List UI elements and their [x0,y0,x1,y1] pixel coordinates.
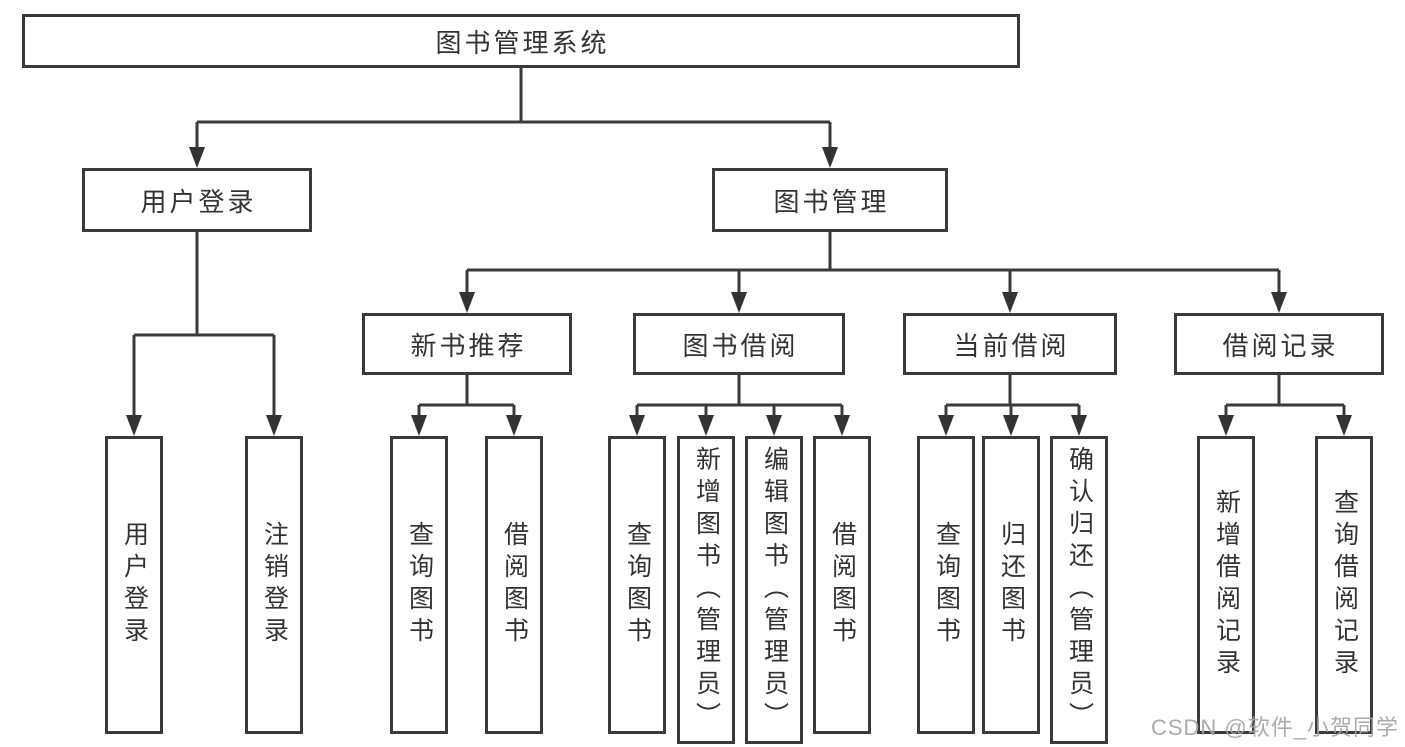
arrowhead-icon [411,415,427,436]
arrowhead-icon [459,292,475,313]
connector-book-borrow-to-leaves [635,375,844,420]
arrowhead-icon [834,415,850,436]
connector-root-to-level2 [195,68,832,152]
arrowhead-icon [189,147,205,168]
node-borrowing-records: 借阅记录 [1174,313,1384,375]
node-user-login: 用户登录 [82,168,312,232]
leaf-confirm-return-admin: 确认归还（管理员） [1050,436,1108,744]
connector-borrow-records-to-leaves [1224,375,1346,420]
arrowhead-icon [126,415,142,436]
connector-new-book-rec-to-leaves [417,375,516,420]
arrowhead-icon [1218,415,1234,436]
connector-user-login-to-leaves [132,232,276,420]
leaf-edit-books-admin: 编辑图书（管理员） [745,436,803,744]
arrowhead-icon [938,415,954,436]
node-book-borrowing: 图书借阅 [633,313,845,375]
arrowhead-icon [766,415,782,436]
node-current-borrowing: 当前借阅 [903,313,1117,375]
arrowhead-icon [266,415,282,436]
leaf-add-books-admin: 新增图书（管理员） [677,436,735,744]
leaf-query-books-recommend: 查询图书 [390,436,448,734]
arrowhead-icon [731,292,747,313]
arrowhead-icon [698,415,714,436]
arrowhead-icon [1003,415,1019,436]
leaf-user-login: 用户登录 [105,436,163,734]
leaf-borrow-books-borrowing: 借阅图书 [813,436,871,734]
leaf-query-books-borrowing: 查询图书 [608,436,666,734]
arrowhead-icon [1071,415,1087,436]
leaf-add-borrow-record: 新增借阅记录 [1197,436,1255,734]
arrowhead-icon [822,147,838,168]
connector-current-borrow-to-leaves [944,375,1081,420]
node-book-management: 图书管理 [712,168,948,232]
arrowhead-icon [506,415,522,436]
arrowhead-icon [629,415,645,436]
connector-book-mgmt-to-level3 [465,232,1281,297]
leaf-query-books-current: 查询图书 [917,436,975,734]
arrowhead-icon [1336,415,1352,436]
arrowhead-icon [1271,292,1287,313]
leaf-logout: 注销登录 [245,436,303,734]
leaf-query-borrow-record: 查询借阅记录 [1315,436,1373,734]
watermark: CSDN @软件_小贺同学 [1150,715,1399,740]
leaf-borrow-books-recommend: 借阅图书 [485,436,543,734]
leaf-return-books: 归还图书 [982,436,1040,734]
arrowhead-icon [1002,292,1018,313]
node-new-book-recommend: 新书推荐 [362,313,572,375]
node-root: 图书管理系统 [22,14,1020,68]
